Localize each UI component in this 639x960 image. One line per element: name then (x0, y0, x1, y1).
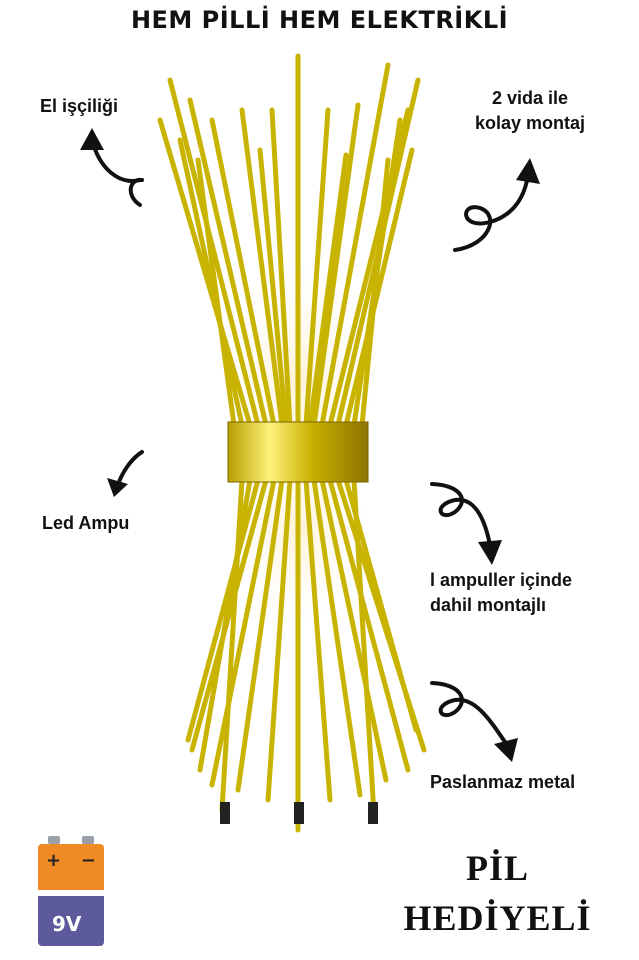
callout-included-line2: dahil montajlı (430, 595, 547, 615)
callout-handcraft: El işçiliği (40, 96, 119, 116)
battery-label: 9V (52, 912, 82, 936)
battery-terminals (46, 836, 96, 844)
battery-icon: + − 9V (38, 836, 104, 946)
callout-mount: 2 vida ile kolay montaj (460, 86, 600, 136)
battery-band (38, 890, 104, 896)
lamp-illustration (157, 53, 427, 833)
callout-included: l ampuller içinde dahil montajlı (430, 568, 572, 618)
promo-line1: PİL (465, 848, 529, 888)
callout-mount-line1: 2 vida ile (491, 88, 569, 108)
callout-metal: Paslanmaz metal (430, 772, 576, 792)
headline: HEM PİLLİ HEM ELEKTRİKLİ (130, 6, 509, 34)
battery-plus: + (46, 850, 62, 871)
promo-line2: HEDİYELİ (403, 898, 592, 938)
callout-led: Led Ampu (42, 513, 130, 533)
callout-included-line1: l ampuller içinde (430, 570, 573, 590)
battery-top: + − (38, 844, 104, 890)
callout-mount-line2: kolay montaj (474, 113, 586, 133)
battery-bottom: 9V (38, 896, 104, 946)
battery-minus: − (80, 850, 96, 871)
